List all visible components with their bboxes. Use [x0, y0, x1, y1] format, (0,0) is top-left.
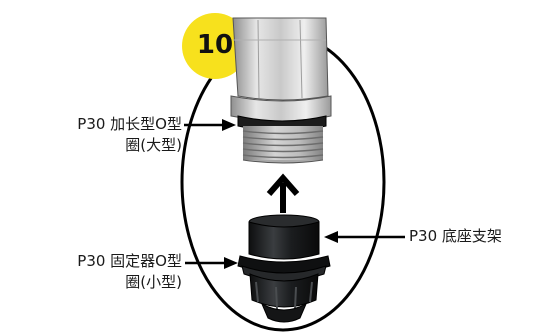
label-extended-oring: P30 加长型O型 圈(大型)	[10, 114, 182, 156]
cable-gland-part	[230, 17, 332, 164]
label-extended-oring-line2: 圈(大型)	[125, 136, 182, 154]
leader-extended-oring	[184, 119, 236, 131]
leader-fixed-oring	[185, 257, 238, 269]
label-base-bracket-line1: P30 底座支架	[409, 227, 502, 245]
leader-base-bracket	[324, 231, 405, 243]
label-extended-oring-line1: P30 加长型O型	[77, 115, 182, 133]
step-badge	[182, 13, 248, 79]
base-bracket-part	[237, 214, 331, 323]
step-number: 10	[196, 30, 234, 60]
label-base-bracket: P30 底座支架	[409, 226, 502, 247]
assembly-arrow-icon	[266, 173, 300, 213]
label-fixed-oring: P30 固定器O型 圈(小型)	[10, 251, 182, 293]
step-badge-circle	[182, 13, 248, 79]
label-fixed-oring-line2: 圈(小型)	[125, 273, 182, 291]
thread-section	[242, 126, 324, 164]
label-fixed-oring-line1: P30 固定器O型	[77, 252, 182, 270]
